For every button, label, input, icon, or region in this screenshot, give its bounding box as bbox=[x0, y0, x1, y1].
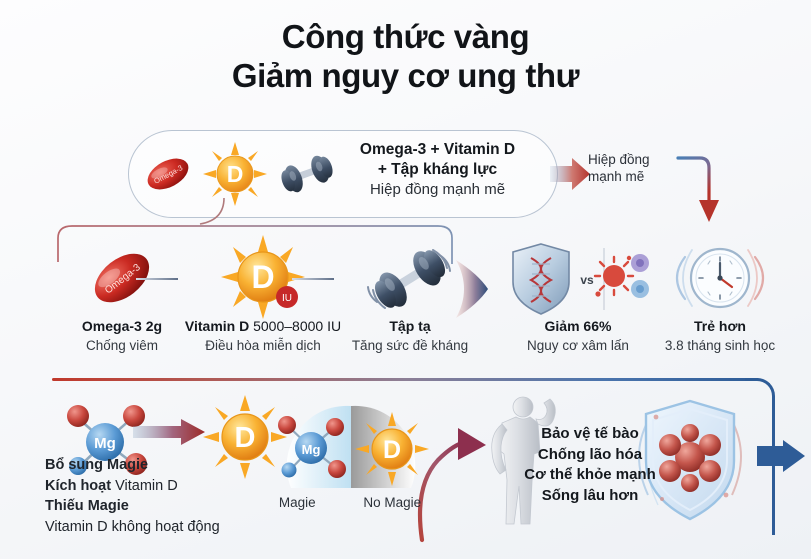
card-biological-age-subtitle: 3.8 tháng sinh học bbox=[664, 338, 776, 353]
title-line-1: Công thức vàng bbox=[281, 18, 530, 55]
vitamin-d-sun-icon: D IU bbox=[221, 235, 305, 319]
card-vitamin-d: D IU Vitamin D 5000–8000 IU Điều hòa miễ… bbox=[148, 235, 378, 353]
magnesium-text-line-2-bold: Kích hoạt bbox=[45, 477, 112, 494]
comparison-caption-right: No Magie bbox=[363, 495, 422, 510]
magnesium-text-line-2-regular: Vitamin D bbox=[111, 477, 178, 494]
outcome-line-2: Chống lão hóa bbox=[537, 445, 643, 463]
svg-text:D: D bbox=[227, 161, 244, 187]
card-biological-age: Trẻ hơn 3.8 tháng sinh học bbox=[620, 238, 811, 353]
page-title: Công thức vàng Giảm nguy cơ ung thư bbox=[0, 18, 811, 96]
synergy-label: Hiệp đồng mạnh mẽ bbox=[588, 152, 688, 186]
card-vitamin-d-title-bold: Vitamin D bbox=[184, 318, 250, 334]
divider-right-stem bbox=[772, 405, 775, 535]
card-omega3-title: Omega-3 2g bbox=[22, 318, 222, 334]
connector-line-1 bbox=[136, 278, 178, 280]
card-omega3: Omega-3 Omega-3 2g Chống viêm bbox=[22, 238, 222, 353]
human-body-icon bbox=[491, 396, 556, 525]
card-risk-reduction-title-bold: Giảm 66% bbox=[544, 318, 612, 334]
sun-connector-curve bbox=[199, 197, 225, 225]
final-outcome-arrow-icon bbox=[757, 440, 805, 472]
components-frame bbox=[57, 225, 453, 264]
vitamin-d-sun-icon: D bbox=[355, 412, 429, 486]
card-omega3-subtitle: Chống viêm bbox=[85, 338, 159, 353]
magnesium-text-block: Bổ sung Magie Kích hoạt Vitamin D Thiếu … bbox=[45, 455, 305, 537]
comparison-captions: Magie No Magie bbox=[255, 495, 445, 510]
card-resistance-training-subtitle: Tăng sức đề kháng bbox=[351, 338, 469, 353]
clock-icon bbox=[675, 247, 765, 309]
card-resistance-training-title: Tập tạ bbox=[310, 318, 510, 334]
card-omega3-icon-wrap: Omega-3 bbox=[22, 238, 222, 318]
svg-text:vs: vs bbox=[580, 273, 594, 287]
card-risk-reduction-title: Giảm 66% bbox=[478, 318, 678, 334]
mg-molecule-label: Mg bbox=[94, 435, 116, 452]
formula-section: Omega-3 bbox=[0, 130, 811, 220]
formula-icon-group: Omega-3 bbox=[140, 138, 333, 210]
card-biological-age-title-bold: Trẻ hơn bbox=[694, 318, 746, 334]
card-biological-age-icon-wrap bbox=[620, 238, 811, 318]
card-risk-reduction-icon-wrap: vs bbox=[478, 238, 678, 318]
formula-subline: Hiệp đồng mạnh mẽ bbox=[369, 181, 506, 199]
magnesium-text-line-1-bold: Bổ sung Magie bbox=[45, 457, 149, 473]
dumbbell-icon bbox=[281, 155, 333, 193]
magnesium-text-line-4: Vitamin D không hoạt động bbox=[45, 518, 220, 535]
magnesium-text-line-2: Kích hoạt Vitamin D bbox=[45, 476, 305, 497]
formula-text-block: Omega-3 + Vitamin D + Tập kháng lực Hiệp… bbox=[330, 140, 545, 200]
card-risk-reduction-subtitle: Nguy cơ xâm lấn bbox=[527, 338, 629, 353]
divider-corner bbox=[745, 378, 775, 412]
magnesium-text-line-3: Thiếu Magie bbox=[45, 496, 305, 517]
connector-line-2 bbox=[292, 278, 334, 280]
card-risk-reduction: vs bbox=[478, 238, 678, 353]
mg-molecule-icon: Mg bbox=[67, 405, 147, 475]
vitamin-d-sun-icon: D bbox=[203, 395, 287, 479]
synergy-label-line-2: mạnh mẽ bbox=[588, 168, 645, 184]
magnesium-section: Mg bbox=[0, 390, 811, 550]
card-resistance-training-title-bold: Tập tạ bbox=[389, 318, 431, 334]
formula-headline-2: + Tập kháng lực bbox=[377, 160, 498, 178]
omega3-capsule-icon: Omega-3 bbox=[147, 158, 189, 190]
card-vitamin-d-icon-wrap: D IU bbox=[148, 235, 378, 319]
magnesium-text-line-1: Bổ sung Magie bbox=[45, 455, 305, 476]
card-vitamin-d-title: Vitamin D 5000–8000 IU bbox=[148, 318, 378, 334]
mg-molecule-label: Mg bbox=[302, 442, 321, 457]
card-resistance-training: Tập tạ Tăng sức đề kháng bbox=[310, 238, 510, 353]
comparison-caption-left: Magie bbox=[278, 495, 316, 510]
components-to-results-chevron-icon bbox=[456, 260, 488, 318]
card-vitamin-d-title-regular: 5000–8000 IU bbox=[253, 318, 342, 334]
formula-pill-frame bbox=[128, 130, 558, 218]
components-row: Omega-3 Omega-3 2g Chống viêm bbox=[0, 235, 811, 368]
magnesium-outcome-curved-arrow-icon bbox=[417, 428, 486, 543]
outcome-line-4: Sống lâu hơn bbox=[541, 487, 639, 505]
omega3-capsule-icon: Omega-3 bbox=[94, 253, 150, 303]
magnesium-activation-arrow-icon bbox=[133, 419, 205, 445]
formula-headline-1: Omega-3 + Vitamin D bbox=[359, 141, 516, 158]
sun-letter: D bbox=[235, 422, 256, 454]
shield-cells-icon bbox=[638, 399, 742, 521]
magnesium-text-line-3-bold: Thiếu Magie bbox=[45, 498, 129, 515]
vitamin-d-sun-icon: D bbox=[203, 142, 267, 206]
mg-molecule-icon: Mg bbox=[278, 416, 346, 478]
synergy-label-line-1: Hiệp đồng bbox=[588, 152, 650, 167]
svg-text:D: D bbox=[251, 259, 274, 295]
outcome-line-3: Cơ thể khỏe mạnh bbox=[524, 466, 656, 484]
svg-text:IU: IU bbox=[282, 293, 292, 304]
card-biological-age-title: Trẻ hơn bbox=[620, 318, 811, 334]
outcome-text-block: Bảo vệ tế bào Chống lão hóa Cơ thể khỏe … bbox=[500, 424, 680, 507]
card-vitamin-d-subtitle: Điều hòa miễn dịch bbox=[205, 338, 321, 353]
card-resistance-training-icon-wrap bbox=[310, 238, 510, 318]
section-divider bbox=[52, 378, 759, 381]
shield-dna-vs-virus-icon: vs bbox=[512, 243, 649, 315]
synergy-arrow-icon bbox=[550, 158, 590, 190]
dumbbell-icon bbox=[367, 249, 451, 309]
sun-letter: D bbox=[383, 436, 401, 464]
card-omega3-title-bold: Omega-3 2g bbox=[81, 318, 163, 334]
title-line-2: Giảm nguy cơ ung thư bbox=[231, 56, 580, 94]
outcome-line-1: Bảo vệ tế bào bbox=[541, 425, 639, 442]
elbow-down-arrow-icon bbox=[676, 156, 719, 222]
